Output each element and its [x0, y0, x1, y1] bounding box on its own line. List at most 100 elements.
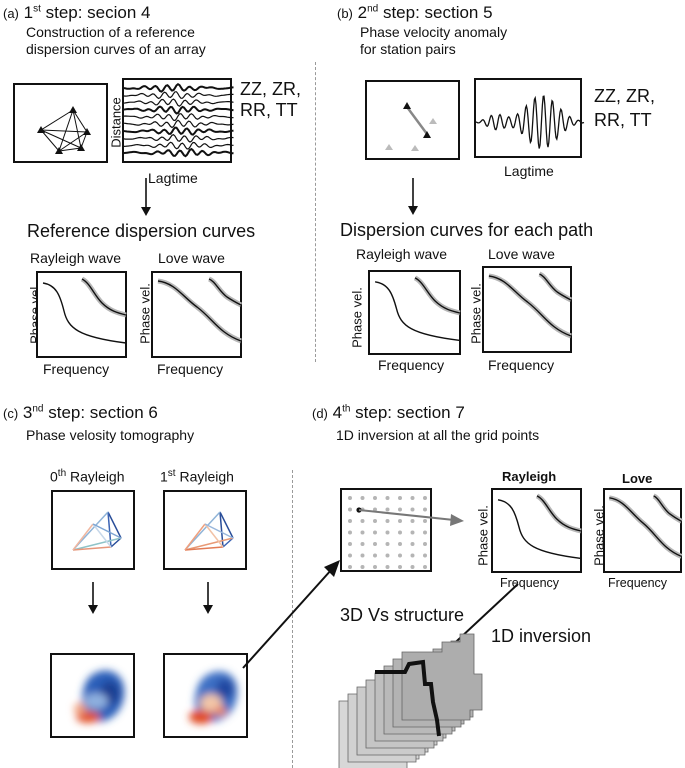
- tomography-map-0: [74, 670, 125, 723]
- panel-b-components-2: RR, TT: [594, 110, 652, 130]
- grid-dot: [410, 519, 415, 523]
- dispersion-curve: [157, 280, 242, 342]
- panel-a-frequency-1: Frequency: [43, 361, 110, 377]
- tomography-map-1: [189, 671, 238, 724]
- panel-b-phasevel-label-1: Phase vel.: [349, 287, 365, 348]
- seismic-trace: [123, 141, 234, 150]
- cross-correlation-trace: [475, 95, 585, 149]
- love-curves: [608, 493, 683, 559]
- panel-b-down-arrow: [408, 178, 418, 215]
- grid-dot: [410, 507, 415, 512]
- panel-c-down-arrow-1: [88, 582, 98, 614]
- grid-dot: [410, 542, 415, 546]
- panel-b-love-dispersion: [482, 266, 573, 353]
- panel-a-lagtime-label: Lagtime: [148, 170, 198, 186]
- panel-b-components-1: ZZ, ZR,: [594, 86, 655, 106]
- panel-c-mode1-label: 1st Rayleigh: [160, 468, 234, 485]
- grid-to-curve-arrow: [356, 507, 464, 526]
- panel-a-down-arrow: [141, 178, 151, 216]
- record-section-traces: [123, 82, 234, 158]
- panel-d-love-label: Love: [622, 471, 653, 486]
- rayleigh-curves: [374, 275, 461, 342]
- grid-dot: [385, 553, 390, 558]
- grid-dot: [348, 530, 352, 535]
- panel-d-love-dispersion: [603, 488, 683, 573]
- divider-top: [315, 62, 316, 362]
- panel-a-heading: Reference dispersion curves: [27, 221, 256, 241]
- panel-b-title: (b) 2nd step: section 5: [337, 3, 493, 22]
- seismic-trace: [123, 126, 234, 136]
- panel-b-pair-box: [365, 80, 460, 160]
- grid-points: [348, 496, 427, 569]
- grid-dot: [360, 496, 365, 500]
- panel-c-desc-1: Phase velosity tomography: [26, 427, 195, 443]
- grid-dot: [423, 496, 427, 500]
- love-curves: [488, 271, 573, 339]
- ray-path-coverage-0: [72, 511, 122, 551]
- grid-dot: [360, 542, 365, 546]
- rayleigh-curves: [497, 493, 582, 560]
- dispersion-curve: [81, 278, 127, 316]
- dispersion-halo: [608, 495, 683, 559]
- grid-dot: [398, 542, 402, 546]
- panel-b-desc-1: Phase velocity anomaly: [360, 24, 508, 40]
- grid-dot: [423, 507, 427, 512]
- panel-a-title: (a) 1st step: secion 4: [3, 3, 151, 22]
- panel-c-tomo-map-1: [163, 653, 248, 738]
- grid-dot: [398, 507, 402, 512]
- love-curves: [157, 276, 243, 344]
- panel-a-rayleigh-dispersion: [36, 271, 127, 358]
- grid-dot: [360, 565, 365, 569]
- panel-a-desc-2: dispersion curves of an array: [26, 41, 206, 57]
- panel-a-record-section: [122, 78, 234, 163]
- grid-dot: [385, 507, 390, 512]
- grid-dot: [360, 553, 365, 558]
- dispersion-curve: [208, 278, 242, 306]
- grid-dot: [348, 507, 352, 512]
- grid-dot: [360, 530, 365, 535]
- dispersion-curve: [414, 277, 461, 314]
- ray-path-coverage-1: [184, 511, 234, 551]
- grid-dot: [373, 496, 377, 500]
- panel-b-rayleigh-label: Rayleigh wave: [356, 246, 448, 262]
- station-pair-diagram: [385, 102, 437, 151]
- dispersion-curve: [539, 273, 572, 301]
- panel-a-components-1: ZZ, ZR,: [240, 79, 301, 99]
- panel-b-frequency-1: Frequency: [378, 357, 445, 373]
- seismic-trace: [123, 113, 234, 122]
- grid-dot: [373, 530, 377, 535]
- grid-dot: [423, 553, 427, 558]
- grid-dot: [423, 530, 427, 535]
- seismic-trace: [123, 105, 234, 115]
- seismic-trace: [123, 119, 234, 129]
- grid-dot: [410, 553, 415, 558]
- grid-dot: [373, 542, 377, 546]
- panel-d-inversion-label: 1D inversion: [491, 626, 592, 646]
- grid-dot: [373, 565, 377, 569]
- dispersion-halo: [488, 273, 572, 339]
- panel-c-paths-mode0: [51, 490, 135, 570]
- grid-dot: [398, 553, 402, 558]
- grid-dot: [410, 530, 415, 535]
- divider-bottom: [292, 470, 293, 768]
- panel-a-love-label: Love wave: [158, 250, 225, 266]
- 3d-vs-structure-stack: [338, 633, 483, 768]
- panel-b-love-label: Love wave: [488, 246, 555, 262]
- grid-dot: [348, 553, 352, 558]
- grid-dot: [423, 542, 427, 546]
- seismic-trace: [123, 82, 234, 93]
- grid-dot: [385, 519, 390, 523]
- panel-c-mode0-label: 0th Rayleigh: [50, 468, 125, 485]
- correlation-waveform: [475, 95, 585, 149]
- grid-dot: [373, 519, 377, 523]
- panel-a-array-box: [13, 83, 108, 163]
- grid-dot: [423, 519, 427, 523]
- panel-c-down-arrow-2: [203, 582, 213, 614]
- seismic-trace: [123, 98, 234, 107]
- grid-dot: [360, 519, 365, 523]
- seismic-trace: [123, 134, 234, 143]
- grid-dot: [385, 542, 390, 546]
- dispersion-curve: [609, 497, 682, 558]
- panel-d-rayleigh-label: Rayleigh: [502, 469, 557, 484]
- grid-dot: [398, 496, 402, 500]
